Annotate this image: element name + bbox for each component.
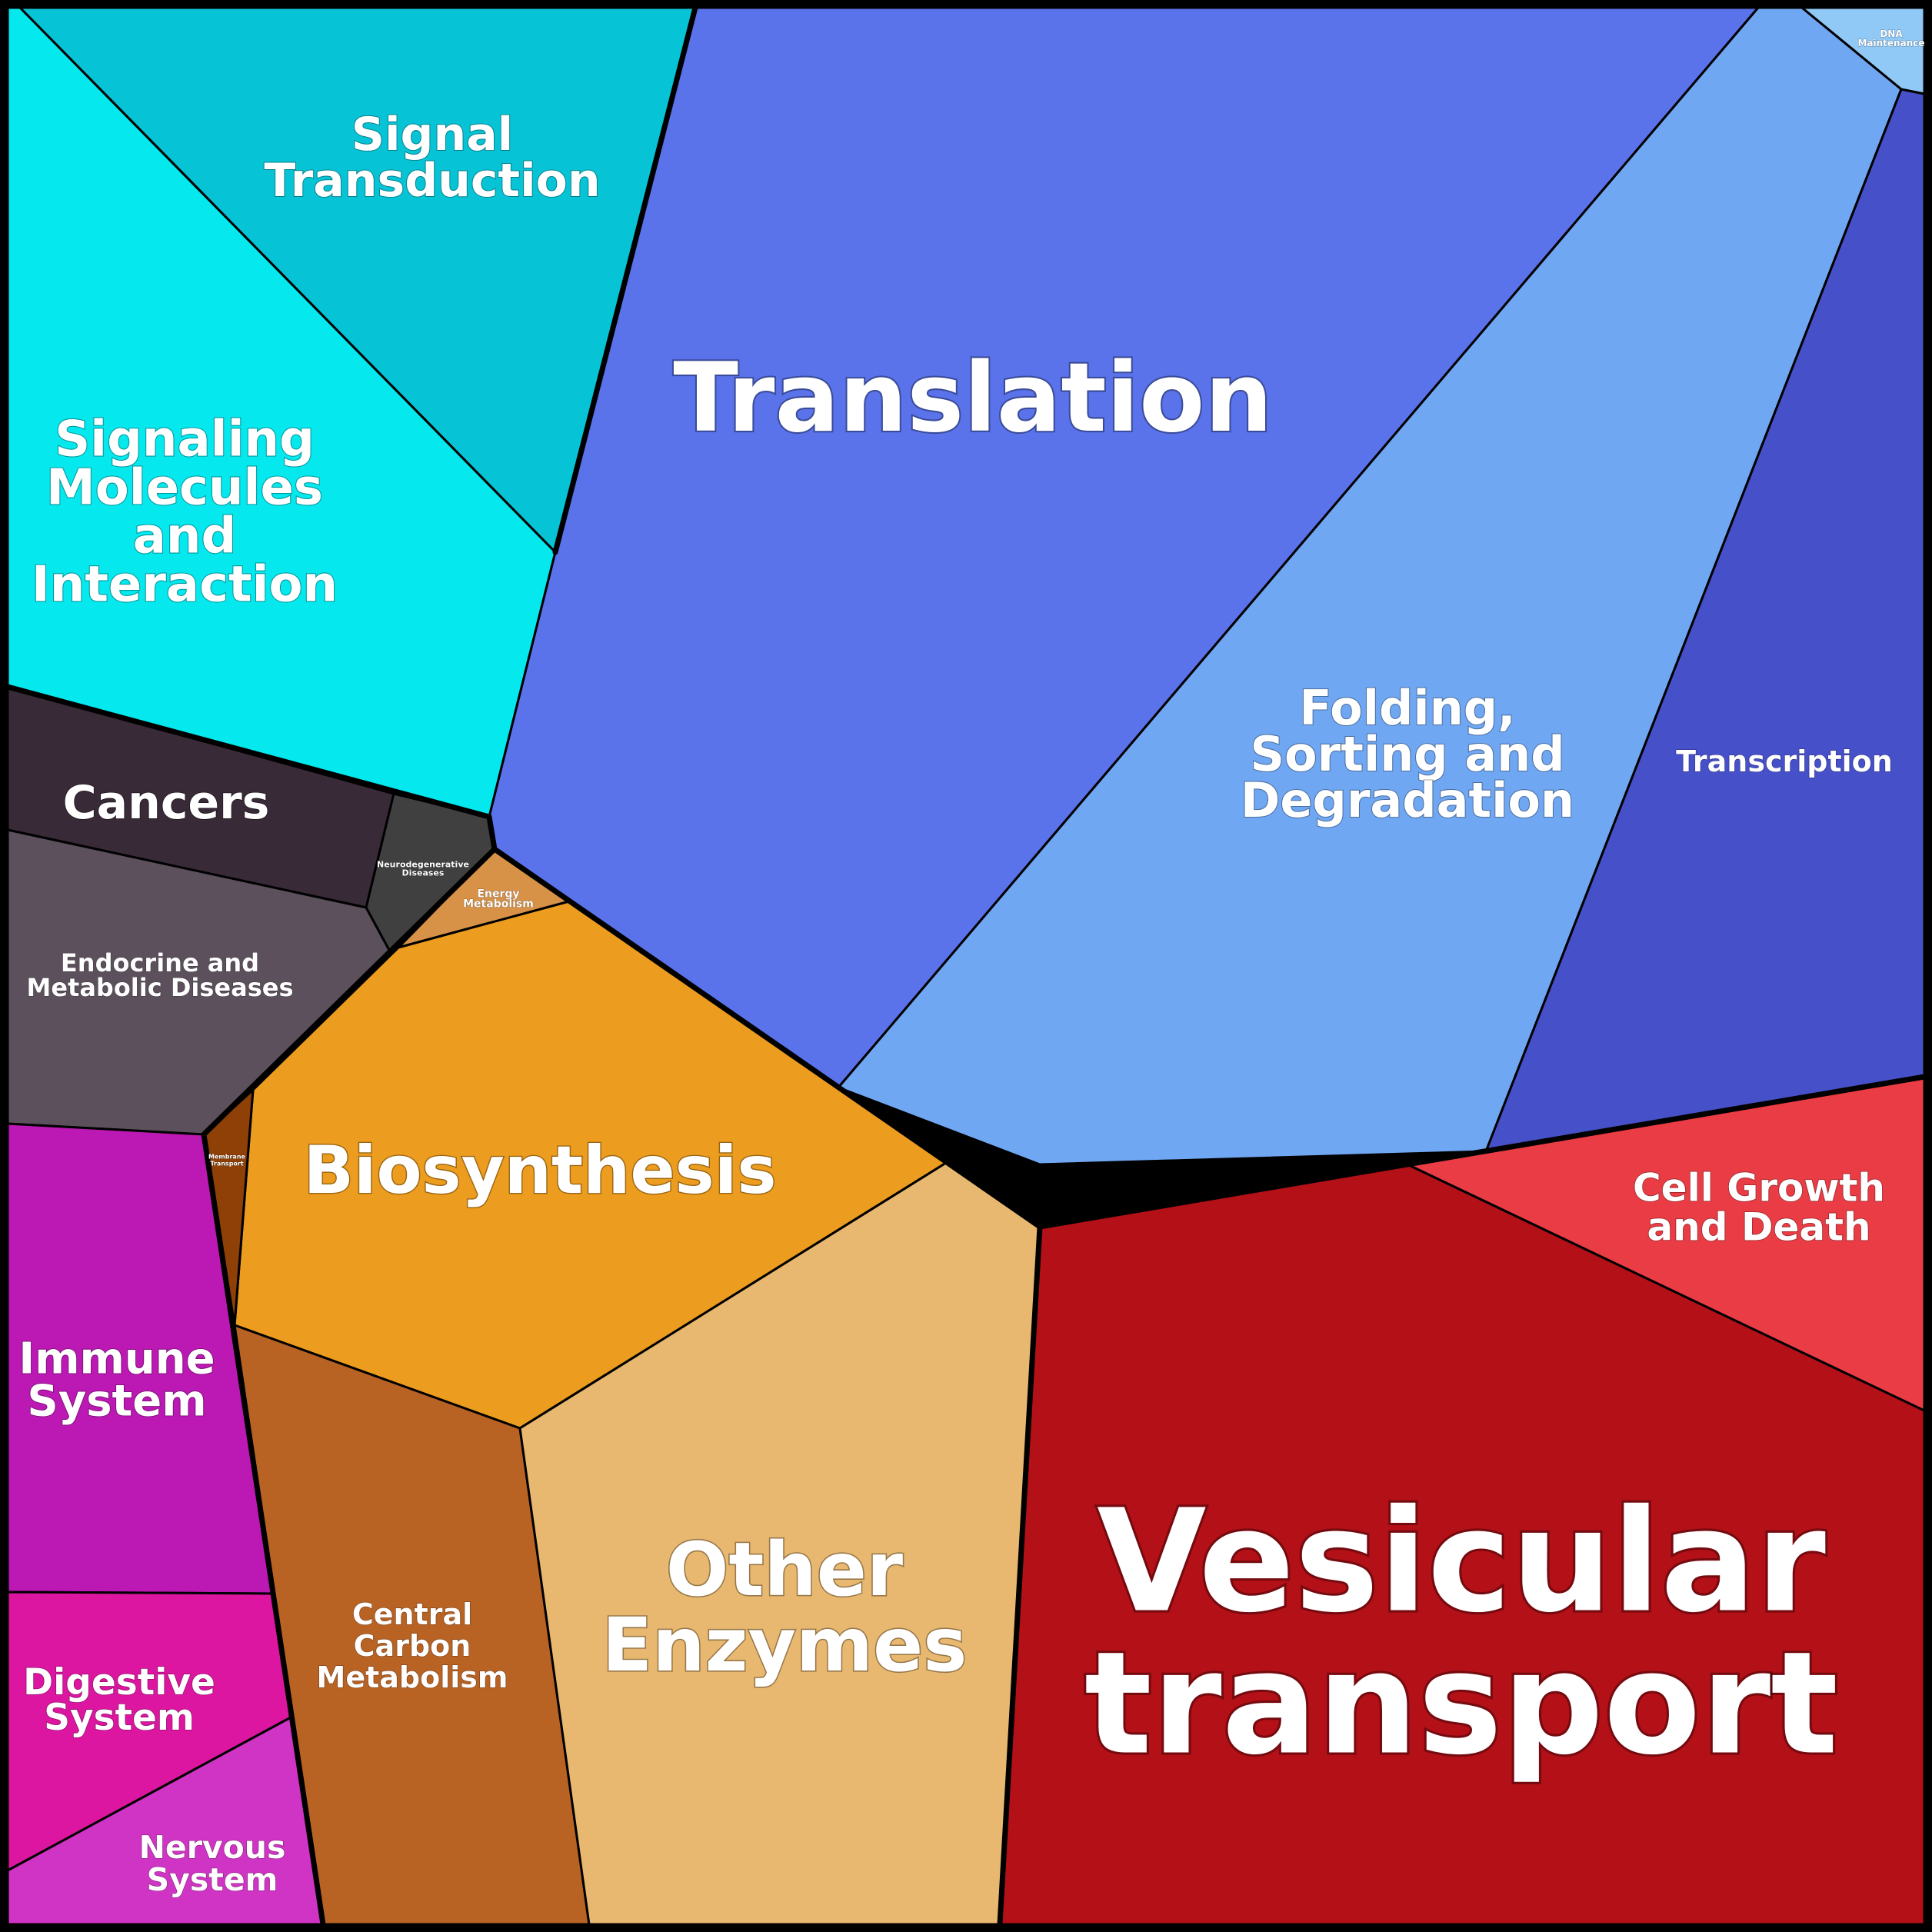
group-border xyxy=(997,1224,1043,1927)
cell-label-translation: Translation xyxy=(673,343,1272,454)
cell-label-line: Maintenance xyxy=(1857,38,1924,48)
cell-label-line: Neurodegenerative xyxy=(377,859,469,869)
cell-label-line: and xyxy=(133,508,237,565)
cell-label-line: Immune xyxy=(18,1334,215,1384)
cell-label-line: Folding, xyxy=(1299,680,1515,736)
group-border xyxy=(552,5,698,555)
cell-label-line: Biosynthesis xyxy=(303,1132,776,1209)
cell-label-line: Transduction xyxy=(264,154,600,208)
cell-label-line: Other xyxy=(666,1527,904,1613)
cell-label-line: System xyxy=(27,1376,206,1426)
cell-label-line: Degradation xyxy=(1241,772,1574,828)
cell-label-line: Signal xyxy=(351,108,514,162)
cell-label-line: Transcription xyxy=(1676,744,1893,778)
cell-label-line: Central xyxy=(352,1597,472,1631)
cell-label-line: Digestive xyxy=(23,1661,215,1704)
cell-label-line: Endocrine and xyxy=(61,948,259,978)
cell-label-line: System xyxy=(147,1861,278,1898)
cell-label-line: Transport xyxy=(210,1160,244,1167)
treemap-cells xyxy=(6,6,1926,1926)
cell-label-biosynthesis: Biosynthesis xyxy=(303,1132,776,1209)
cell-label-line: Vesicular xyxy=(1097,1480,1826,1644)
cell-label-cancers: Cancers xyxy=(63,776,270,830)
cell-label-line: Metabolic Diseases xyxy=(26,973,293,1002)
cell-label-line: Diseases xyxy=(402,868,445,878)
group-border xyxy=(1037,1074,1927,1230)
cell-label-line: Energy xyxy=(477,888,519,901)
group-border xyxy=(5,684,492,820)
cell-label-line: Carbon xyxy=(354,1629,471,1663)
cell-label-line: System xyxy=(44,1697,195,1739)
cell-label-line: transport xyxy=(1084,1622,1838,1787)
group-border xyxy=(201,846,498,1927)
cell-label-line: DNA xyxy=(1880,28,1903,39)
cell-label-line: Molecules xyxy=(46,460,323,517)
cell-label-line: Interaction xyxy=(32,557,338,614)
cell-label-line: Enzymes xyxy=(602,1602,968,1688)
cell-label-line: Signaling xyxy=(55,411,315,468)
cell-label-line: Metabolism xyxy=(463,898,534,911)
cell-label-transcription: Transcription xyxy=(1676,744,1893,778)
cell-label-line: Cell Growth xyxy=(1633,1166,1885,1211)
cell-label-line: and Death xyxy=(1647,1205,1870,1250)
cell-label-line: Membrane xyxy=(208,1153,245,1160)
cell-label-line: Cancers xyxy=(63,776,270,830)
cell-label-line: Metabolism xyxy=(317,1661,508,1694)
cell-label-line: Translation xyxy=(673,343,1272,454)
cell-label-line: Sorting and xyxy=(1250,726,1564,782)
cell-label-line: Nervous xyxy=(139,1829,286,1866)
